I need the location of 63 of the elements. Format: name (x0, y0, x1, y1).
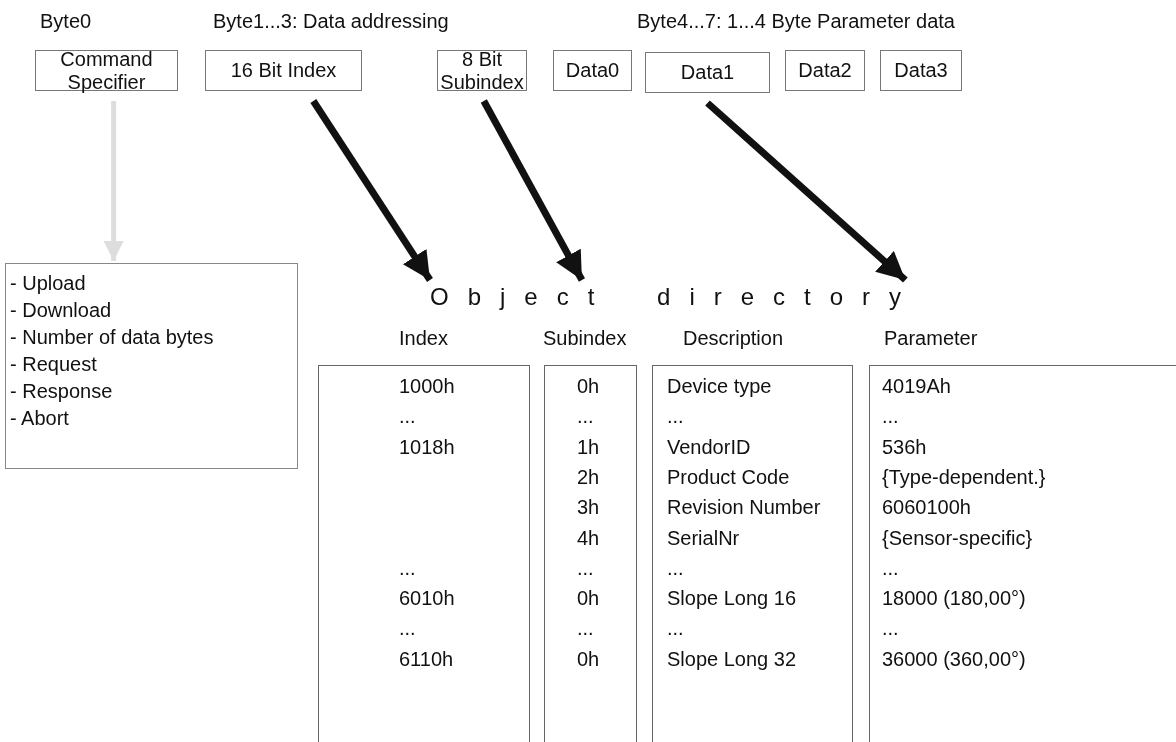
arrow (103, 101, 124, 261)
description-text: ... (667, 555, 684, 580)
index-value: 1018h (399, 434, 455, 459)
subindex-value: ... (577, 616, 594, 641)
subindex-value: 0h (577, 646, 600, 671)
byte-box: Data1 (645, 52, 770, 93)
index-value: ... (399, 616, 416, 641)
parameter-value: 4019Ah (882, 374, 951, 398)
arrow (480, 99, 585, 282)
index-value: ... (399, 555, 416, 580)
parameter-value: 536h (882, 434, 927, 459)
parameter-value: 18000 (180,00°) (882, 586, 1026, 611)
parameter-value: ... (882, 616, 899, 641)
description-text: VendorID (667, 434, 751, 459)
description-text: ... (667, 616, 684, 641)
list-item: - Response (10, 379, 114, 404)
subindex-value: ... (577, 404, 594, 429)
subindex-value: 4h (577, 525, 600, 550)
subindex-value: 3h (577, 495, 600, 520)
index-value: 1000h (399, 374, 455, 398)
index-value: ... (399, 404, 416, 429)
parameter-value: 6060100h (882, 495, 971, 520)
parameter-value: 36000 (360,00°) (882, 646, 1026, 671)
byte-box: 16 Bit Index (205, 50, 362, 91)
subindex-value: 0h (577, 586, 600, 611)
list-item: - Number of data bytes (10, 325, 215, 350)
arrow (705, 100, 908, 283)
parameter-value: {Sensor-specific} (882, 525, 1033, 550)
parameter-value: {Type-dependent.} (882, 464, 1046, 489)
index-value: 6010h (399, 586, 455, 611)
list-item: - Request (10, 352, 98, 377)
byte-range-label: Byte1...3: Data addressing (213, 10, 449, 33)
list-item: - Upload (10, 271, 87, 296)
index-value: 6110h (399, 646, 454, 671)
byte-box: Command Specifier (35, 50, 178, 91)
subindex-value: ... (577, 555, 594, 580)
column-heading: Subindex (543, 326, 627, 350)
subindex-value: 1h (577, 434, 600, 459)
arrow (310, 99, 433, 282)
column-heading: Parameter (884, 326, 978, 350)
description-text: Device type (667, 374, 772, 398)
parameter-value: ... (882, 404, 899, 429)
column-heading: Description (683, 326, 784, 350)
directory-title: Object directory (430, 282, 921, 312)
description-text: Slope Long 32 (667, 646, 796, 671)
byte-range-label: Byte4...7: 1...4 Byte Parameter data (637, 10, 955, 33)
description-text: Product Code (667, 464, 790, 489)
column-heading: Index (399, 326, 448, 350)
description-text: Revision Number (667, 495, 821, 520)
parameter-value: ... (882, 555, 899, 580)
byte-box: Data2 (785, 50, 865, 91)
byte-box: Data0 (553, 50, 632, 91)
byte-box: 8 Bit Subindex (437, 50, 527, 91)
list-item: - Download (10, 298, 113, 323)
command-list-box (5, 263, 298, 469)
description-text: SerialNr (667, 525, 740, 550)
description-text: ... (667, 404, 684, 429)
description-text: Slope Long 16 (667, 586, 796, 611)
list-item: - Abort (10, 406, 70, 431)
byte-box: Data3 (880, 50, 962, 91)
subindex-value: 0h (577, 374, 600, 398)
subindex-value: 2h (577, 464, 600, 489)
byte-label: Byte0 (40, 10, 92, 33)
